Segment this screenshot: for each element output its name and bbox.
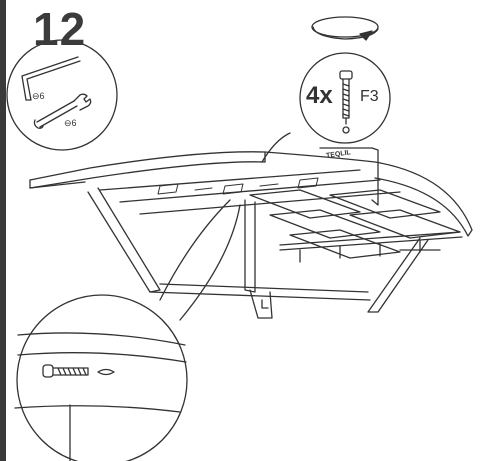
wrench-size: 6 (71, 118, 77, 128)
zoom-detail-icon (14, 294, 188, 461)
slats (99, 169, 463, 263)
bracket-details (157, 177, 319, 195)
bolt-part-code: F3 (360, 88, 379, 105)
tools-circle (6, 39, 118, 151)
hex-key-size: 6 (39, 91, 45, 101)
hex-key-size-label: ⊖6 (32, 91, 45, 102)
bolt-quantity: 4x (306, 82, 333, 109)
bed-frame-top (29, 147, 473, 237)
zoomed-bolt (42, 364, 115, 378)
bolt-callout (261, 52, 391, 163)
step-number: 12 (33, 3, 87, 55)
zoom-lines (159, 199, 241, 321)
wrench-size-label: ⊖6 (64, 118, 77, 129)
page-edge-bar (0, 0, 6, 461)
rotate-arrow-icon (311, 16, 379, 41)
wrench-icon (33, 93, 92, 129)
bed-frame-legs (87, 187, 441, 319)
bolt-icon (339, 70, 353, 134)
hex-key-icon (21, 56, 81, 101)
diameter-icon: ⊖ (64, 118, 72, 128)
diameter-icon: ⊖ (32, 91, 40, 101)
